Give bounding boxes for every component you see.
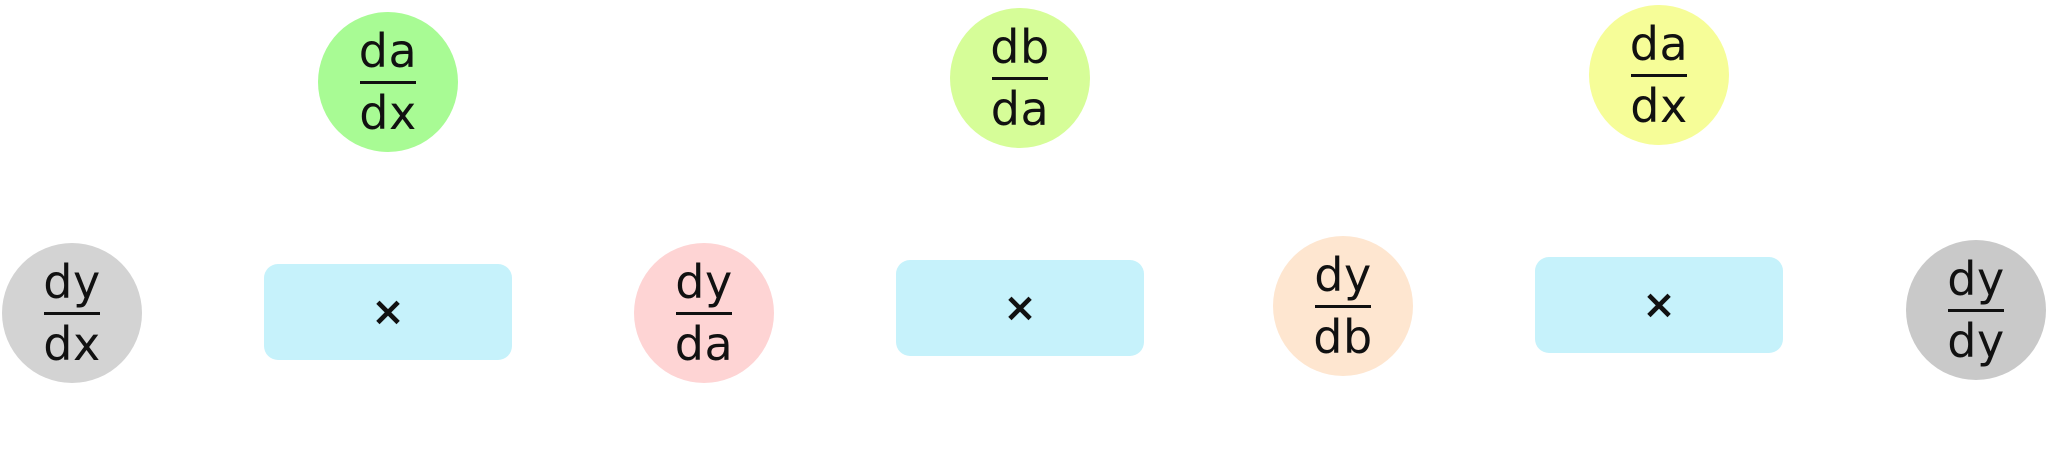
fraction: dy dx bbox=[43, 259, 100, 367]
numerator: da bbox=[358, 24, 418, 78]
bottom-node-dy-dx: dy dx bbox=[2, 243, 142, 383]
fraction: dy da bbox=[675, 259, 733, 367]
bottom-node-dy-dy: dy dy bbox=[1906, 240, 2046, 380]
multiply-operator-2: × bbox=[896, 260, 1144, 356]
numerator: db bbox=[990, 20, 1050, 74]
denominator: dx bbox=[1630, 79, 1688, 133]
numerator: dy bbox=[675, 255, 733, 309]
top-node-da-dx-1: da dx bbox=[318, 12, 458, 152]
numerator: da bbox=[1629, 17, 1689, 71]
denominator: dx bbox=[43, 317, 101, 371]
top-node-da-dx-2: da dx bbox=[1589, 5, 1729, 145]
denominator: dx bbox=[359, 86, 417, 140]
fraction-bar bbox=[675, 312, 732, 315]
fraction: dy db bbox=[1313, 252, 1372, 360]
numerator: dy bbox=[1314, 248, 1372, 302]
bottom-node-dy-da: dy da bbox=[634, 243, 774, 383]
top-node-db-da: db da bbox=[950, 8, 1090, 148]
denominator: dy bbox=[1947, 314, 2005, 368]
fraction-bar bbox=[43, 312, 100, 315]
fraction-bar bbox=[1630, 74, 1687, 77]
fraction: da dx bbox=[1630, 21, 1688, 129]
denominator: db bbox=[1313, 310, 1373, 364]
fraction-bar bbox=[359, 81, 416, 84]
multiply-icon: × bbox=[1642, 282, 1676, 328]
multiply-icon: × bbox=[1003, 285, 1037, 331]
multiply-operator-1: × bbox=[264, 264, 512, 360]
numerator: dy bbox=[43, 255, 101, 309]
fraction-bar bbox=[1315, 305, 1371, 308]
multiply-icon: × bbox=[371, 289, 405, 335]
numerator: dy bbox=[1947, 252, 2005, 306]
multiply-operator-3: × bbox=[1535, 257, 1783, 353]
fraction: dy dy bbox=[1947, 256, 2004, 364]
denominator: da bbox=[990, 82, 1050, 136]
fraction-bar bbox=[992, 77, 1048, 80]
fraction: db da bbox=[990, 24, 1049, 132]
bottom-node-dy-db: dy db bbox=[1273, 236, 1413, 376]
denominator: da bbox=[674, 317, 734, 371]
fraction: da dx bbox=[359, 28, 417, 136]
fraction-bar bbox=[1947, 309, 2004, 312]
